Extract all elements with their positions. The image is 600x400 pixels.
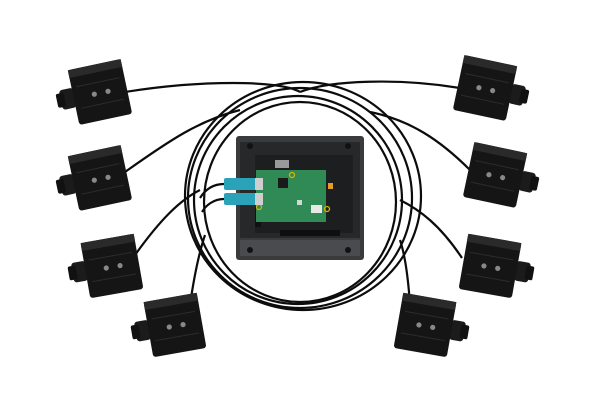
camera-body — [453, 55, 517, 121]
camera-body — [68, 145, 132, 211]
camera-module — [55, 58, 132, 125]
camera-body — [144, 293, 206, 357]
camera-body — [459, 234, 521, 298]
camera-module — [55, 144, 132, 211]
compute-enclosure — [199, 136, 364, 260]
camera-module — [459, 233, 535, 298]
camera-module — [130, 292, 206, 357]
camera-body — [68, 59, 132, 125]
fakra-connectors — [224, 178, 263, 205]
camera-module — [463, 141, 540, 208]
camera-body — [463, 142, 527, 208]
carrier-board — [255, 170, 333, 222]
camera-module — [453, 54, 530, 121]
camera-body — [81, 234, 143, 298]
camera-module — [67, 233, 143, 298]
camera-module — [394, 292, 470, 357]
camera-body — [394, 293, 456, 357]
